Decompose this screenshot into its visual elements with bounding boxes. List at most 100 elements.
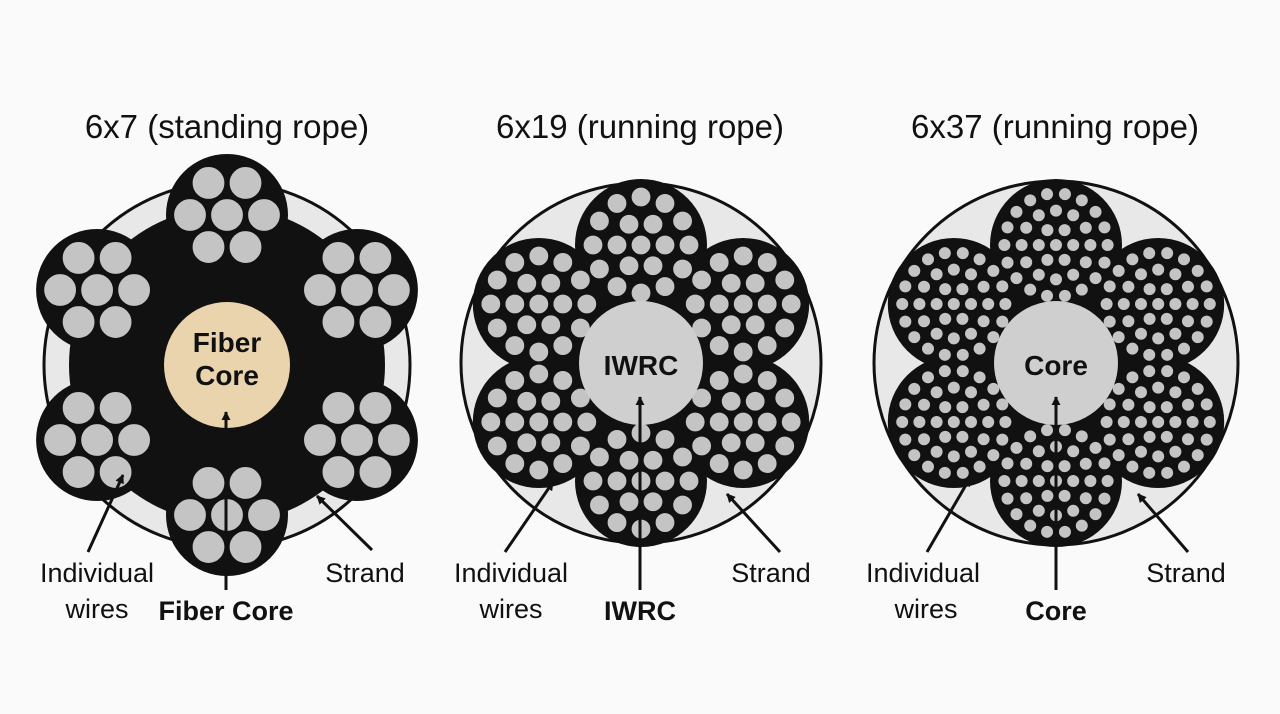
wire <box>79 272 115 308</box>
wire <box>1101 396 1118 413</box>
individual-wires-label: Individual <box>454 558 568 588</box>
wire <box>1159 346 1176 363</box>
wire <box>1141 464 1158 481</box>
wire <box>1065 207 1082 224</box>
wire <box>671 493 694 517</box>
wire <box>897 431 914 448</box>
wire <box>79 422 115 458</box>
wire <box>928 266 945 283</box>
wire <box>1141 281 1158 298</box>
wire <box>1101 431 1118 448</box>
wire <box>320 304 357 340</box>
individual-wires-label-line2: wires <box>64 594 128 624</box>
wire <box>755 452 779 475</box>
wire <box>172 497 208 533</box>
wire <box>527 458 551 482</box>
wire <box>1124 251 1141 268</box>
wire <box>209 197 245 233</box>
wire <box>1048 237 1064 253</box>
wire <box>1099 473 1116 489</box>
wire <box>677 233 701 257</box>
wire <box>1132 414 1149 430</box>
wire <box>963 384 980 401</box>
wire <box>755 369 779 392</box>
wire <box>320 454 357 490</box>
wire <box>1018 455 1035 472</box>
wire <box>227 165 264 201</box>
wire <box>1198 431 1215 448</box>
wire <box>1087 439 1104 456</box>
wire <box>60 454 97 490</box>
wire <box>97 390 134 426</box>
wire <box>1201 414 1218 430</box>
wire <box>936 346 953 363</box>
wire <box>719 271 743 295</box>
diagram-6x37: 6x37 (running rope) Core Individual wire… <box>866 108 1240 626</box>
wire <box>975 431 992 448</box>
wire <box>575 292 599 316</box>
wire <box>707 251 731 274</box>
wire <box>1175 340 1192 357</box>
wire <box>376 272 412 308</box>
wire <box>97 454 134 490</box>
wire <box>551 251 575 274</box>
wire <box>1158 428 1175 445</box>
wire <box>503 251 527 274</box>
wire <box>641 254 665 278</box>
core-text: IWRC <box>604 350 679 381</box>
wire <box>551 369 575 392</box>
wire <box>641 448 665 472</box>
wire <box>897 396 914 413</box>
wire <box>653 511 677 534</box>
wire <box>581 469 605 493</box>
wire <box>719 431 743 455</box>
wire <box>1201 296 1218 312</box>
wire <box>928 325 945 342</box>
wire <box>1098 296 1115 312</box>
core-text: Core <box>195 360 259 391</box>
wire <box>773 268 797 292</box>
wire <box>1039 186 1056 203</box>
wire <box>588 493 611 517</box>
wire <box>1048 202 1064 219</box>
wire <box>690 268 714 292</box>
strand-arrow <box>725 492 782 554</box>
wire <box>671 209 694 233</box>
wire <box>575 410 599 434</box>
wire <box>551 292 575 316</box>
wire <box>975 396 992 413</box>
wire <box>1175 251 1192 268</box>
wire <box>1065 443 1082 460</box>
wire <box>357 240 394 276</box>
wire <box>1098 414 1115 430</box>
wire <box>1073 281 1090 298</box>
wire <box>985 262 1002 279</box>
wire <box>605 233 629 257</box>
wire <box>916 396 933 413</box>
strand-arrow <box>1136 493 1190 553</box>
wire <box>994 313 1011 330</box>
wire <box>773 386 797 410</box>
wire <box>588 209 611 233</box>
wire <box>1008 439 1025 456</box>
wire <box>1022 517 1039 534</box>
wire <box>954 245 971 262</box>
diagram-title: 6x7 (standing rope) <box>85 108 369 145</box>
wire <box>1150 414 1167 430</box>
wire <box>1096 455 1113 472</box>
wire <box>527 410 551 434</box>
wire <box>357 454 394 490</box>
wire <box>1073 517 1090 534</box>
individual-wires-arrow <box>925 477 972 553</box>
wire <box>1096 219 1113 236</box>
wire <box>302 272 338 308</box>
core <box>579 301 703 425</box>
wire <box>945 261 962 278</box>
wire <box>971 340 988 357</box>
wire <box>920 458 937 475</box>
wire <box>906 447 923 464</box>
wire <box>937 310 954 327</box>
